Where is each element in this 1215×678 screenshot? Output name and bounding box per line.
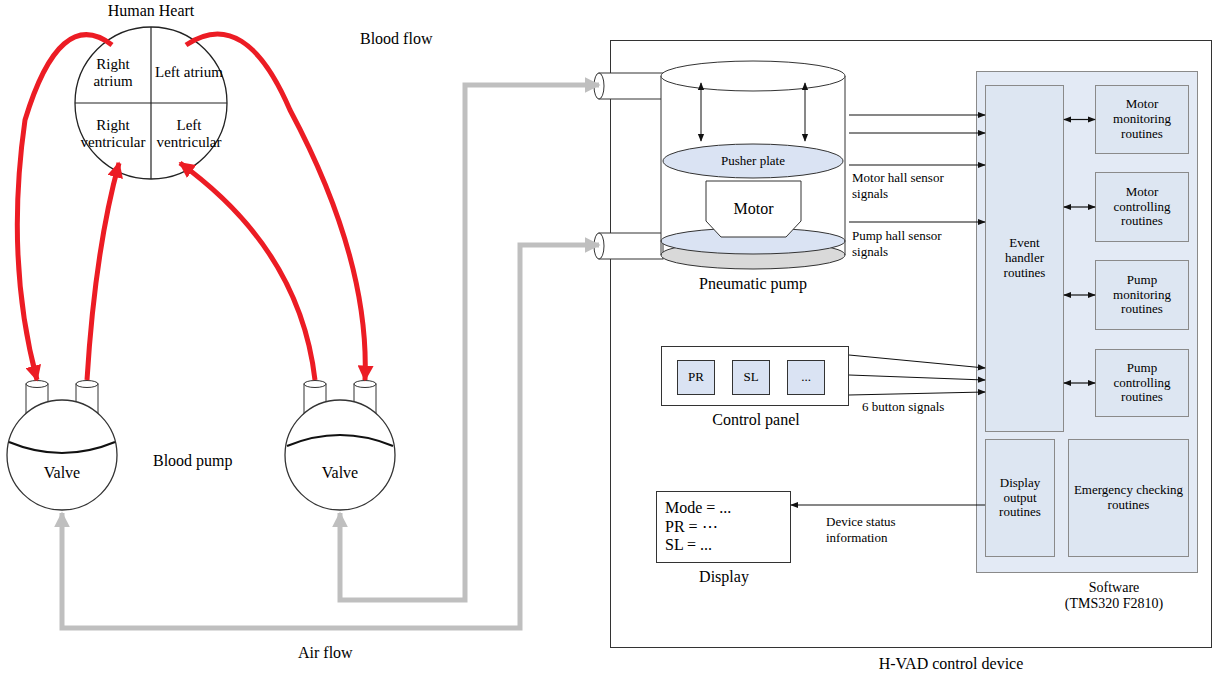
heart-chamber: Right atrium	[74, 45, 152, 101]
heart-chamber: Left ventricular	[150, 105, 228, 163]
diagram-label: Blood pump	[153, 452, 233, 470]
edge-label: Motor hall sensor signals	[852, 170, 964, 201]
panel-button: SL	[732, 360, 770, 395]
blood-flow-arrow	[180, 163, 315, 380]
node-text: Motor	[734, 200, 774, 218]
node-text: Event handler routines	[990, 236, 1059, 281]
shape-heading: Display	[674, 568, 774, 586]
node-text: Emergency checking routines	[1073, 483, 1184, 513]
pneumatic-pump: Pneumatic pump Pusher plateMotor	[599, 59, 849, 301]
shape-heading: Pneumatic pump	[678, 275, 828, 293]
signal-arrow	[1064, 382, 1095, 383]
node-text: SL = ...	[665, 536, 712, 554]
routine-box: Pump controlling routines	[1095, 349, 1189, 417]
node-text: Mode = ...	[665, 499, 731, 517]
software-panel: Software (TMS320 F2810)Event handler rou…	[976, 71, 1198, 573]
edge-label: Pump hall sensor signals	[852, 228, 964, 259]
signal-arrow	[849, 392, 985, 395]
routine-box: Event handler routines	[985, 85, 1064, 432]
node-text: Motor monitoring routines	[1100, 97, 1184, 142]
heart-circle: Human HeartRight atriumLeft atriumRight …	[74, 26, 228, 180]
shape-heading: Human Heart	[44, 2, 258, 20]
node-text: PR	[688, 370, 704, 385]
motor-block: Motor	[706, 181, 801, 237]
node-text: Right ventricular	[78, 117, 148, 152]
blood-pump-outline	[5, 380, 119, 513]
node-text: Left ventricular	[154, 117, 224, 152]
panel-button: ...	[787, 360, 825, 395]
shape-heading: Software (TMS320 F2810)	[1062, 580, 1166, 612]
edge-label: Device status information	[826, 514, 926, 545]
routine-box: Emergency checking routines	[1068, 439, 1189, 557]
diagram-label: Air flow	[298, 644, 353, 662]
routine-box: Pump monitoring routines	[1095, 260, 1189, 330]
air-flow-arrow	[340, 85, 599, 600]
node-text: Right atrium	[78, 56, 148, 91]
device-housing: H-VAD control devicePneumatic pumpPusher…	[610, 40, 1212, 648]
signal-arrow	[1064, 119, 1095, 120]
node-text: ...	[801, 370, 811, 385]
signal-arrow	[849, 355, 985, 368]
diagram-label: Blood flow	[360, 30, 432, 48]
edge-label: 6 button signals	[862, 399, 974, 415]
node-text: Pump controlling routines	[1100, 361, 1184, 406]
signal-arrow	[1064, 294, 1095, 295]
signal-arrow	[1064, 206, 1095, 207]
pneumatic-pump-outline	[599, 59, 849, 301]
signal-arrow	[849, 132, 985, 133]
panel-button: PR	[677, 360, 715, 395]
node-text: PR = ⋯	[665, 518, 718, 536]
node-text: Pusher plate	[721, 154, 785, 169]
routine-box: Display output routines	[985, 439, 1055, 557]
routine-box: Motor monitoring routines	[1095, 85, 1189, 154]
blood-pump-outline	[283, 380, 397, 513]
air-flow-arrow	[62, 245, 599, 628]
shape-heading: Control panel	[681, 411, 831, 429]
signal-arrow	[791, 504, 985, 505]
shape-heading: H-VAD control device	[851, 655, 1051, 673]
heart-circle-outline	[74, 26, 228, 180]
pusher-plate: Pusher plate	[663, 144, 843, 178]
heart-chamber: Left atrium	[150, 45, 228, 101]
routine-box: Motor controlling routines	[1095, 172, 1189, 242]
display-screen: Mode = ...PR = ⋯SL = ...Display	[656, 491, 791, 563]
node-text: Left atrium	[155, 64, 223, 81]
blood-flow-arrow	[17, 35, 112, 380]
signal-arrow	[849, 221, 985, 222]
blood-pump: Valve	[5, 380, 119, 513]
node-text: Motor controlling routines	[1100, 185, 1184, 230]
node-text: SL	[743, 370, 758, 385]
node-text: Display output routines	[990, 476, 1050, 521]
control-panel: Control panelPRSL...	[661, 346, 849, 406]
signal-arrow	[849, 375, 985, 380]
shape-heading: Valve	[283, 464, 397, 482]
blood-pump: Valve	[283, 380, 397, 513]
signal-arrow	[849, 164, 985, 165]
node-text: Pump monitoring routines	[1100, 273, 1184, 318]
blood-flow-arrow	[87, 163, 119, 380]
signal-arrow	[849, 114, 985, 115]
blood-flow-arrow	[186, 34, 365, 380]
heart-chamber: Right ventricular	[74, 105, 152, 163]
shape-heading: Valve	[5, 464, 119, 482]
